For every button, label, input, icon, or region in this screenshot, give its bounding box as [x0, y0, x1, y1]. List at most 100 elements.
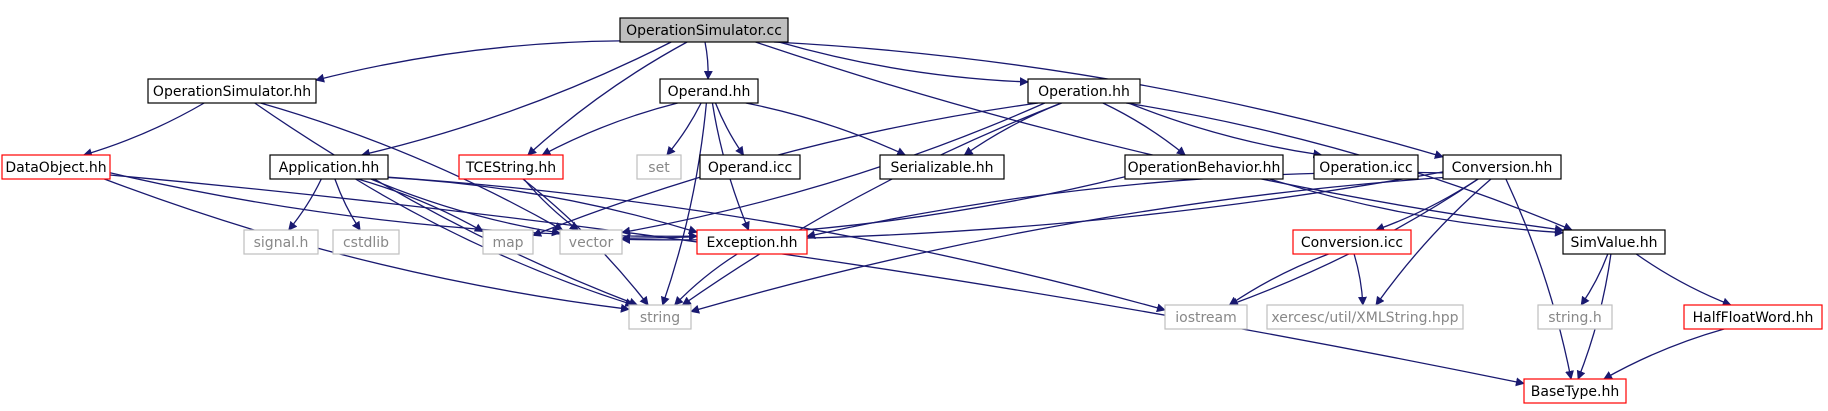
- node-box: [1523, 378, 1627, 404]
- node-operation-icc[interactable]: Operation.icc: [1313, 154, 1419, 180]
- node-box: [1124, 154, 1284, 180]
- edge-operation-hh-to-map: [532, 102, 1039, 237]
- node-box: [628, 304, 692, 330]
- node-box: [659, 78, 759, 104]
- node-label: Operand.icc: [708, 160, 792, 176]
- node-box: [1266, 304, 1464, 330]
- edge-exception-hh-to-string: [674, 253, 738, 306]
- node-dataobject-hh[interactable]: DataObject.hh: [1, 154, 111, 180]
- node-box: [1, 154, 111, 180]
- edge-application-hh-to-map: [357, 178, 484, 233]
- edge-operationsimulator-cc-to-operand-hh: [703, 41, 713, 80]
- node-box: [1562, 229, 1666, 255]
- node-label: SimValue.hh: [1570, 235, 1657, 251]
- node-tcestring-hh[interactable]: TCEString.hh: [458, 154, 564, 180]
- edge-conversion-hh-to-exception-hh: [806, 171, 1444, 240]
- node-simvalue-hh[interactable]: SimValue.hh: [1562, 229, 1666, 255]
- node-label: vector: [569, 235, 614, 251]
- node-label: Operation.hh: [1038, 84, 1130, 100]
- node-box: [699, 154, 801, 180]
- node-conversion-hh[interactable]: Conversion.hh: [1442, 154, 1562, 180]
- node-box: [1164, 304, 1248, 330]
- node-set: set: [636, 154, 682, 180]
- node-operation-hh[interactable]: Operation.hh: [1027, 78, 1141, 104]
- node-basetype-hh[interactable]: BaseType.hh: [1523, 378, 1627, 404]
- node-string-h: string.h: [1537, 304, 1613, 330]
- node-label: Application.hh: [279, 160, 379, 176]
- node-operationbehavior-hh[interactable]: OperationBehavior.hh: [1124, 154, 1284, 180]
- edge-operation-hh-to-simvalue-hh: [1125, 102, 1573, 232]
- node-box: [458, 154, 564, 180]
- edge-dataobject-hh-to-string: [104, 178, 630, 313]
- edge-conversion-hh-to-xmlstring-hpp: [1375, 178, 1492, 306]
- node-conversion-icc[interactable]: Conversion.icc: [1292, 229, 1412, 255]
- node-label: string: [640, 310, 680, 326]
- node-label: OperationSimulator.hh: [153, 84, 311, 100]
- node-box: [243, 229, 319, 255]
- edge-halffloatword-hh-to-basetype-hh: [1603, 328, 1725, 380]
- node-label: BaseType.hh: [1531, 384, 1619, 400]
- node-label: Conversion.hh: [1452, 160, 1553, 176]
- edge-operationsimulator-hh-to-string: [254, 102, 639, 307]
- node-operationsimulator-hh[interactable]: OperationSimulator.hh: [147, 78, 317, 104]
- node-label: OperationBehavior.hh: [1128, 160, 1281, 176]
- node-box: [269, 154, 389, 180]
- edge-operation-hh-to-vector: [621, 102, 1046, 236]
- node-box: [879, 154, 1005, 180]
- edge-conversion-hh-to-basetype-hh: [1505, 178, 1574, 380]
- node-iostream: iostream: [1164, 304, 1248, 330]
- node-label: map: [492, 235, 523, 251]
- node-box: [619, 17, 789, 43]
- node-operand-hh[interactable]: Operand.hh: [659, 78, 759, 104]
- node-string: string: [628, 304, 692, 330]
- edge-application-hh-to-cstdlib: [334, 178, 361, 231]
- edge-conversion-hh-to-string: [690, 176, 1444, 314]
- node-label: Serializable.hh: [890, 160, 993, 176]
- node-box: [482, 229, 534, 255]
- node-box: [1027, 78, 1141, 104]
- edge-operationsimulator-cc-to-operation-hh: [778, 41, 1029, 87]
- node-box: [147, 78, 317, 104]
- node-operand-icc[interactable]: Operand.icc: [699, 154, 801, 180]
- node-box: [559, 229, 623, 255]
- edges-layer: [82, 40, 1732, 387]
- node-serializable-hh[interactable]: Serializable.hh: [879, 154, 1005, 180]
- node-box: [1537, 304, 1613, 330]
- node-label: OperationSimulator.cc: [626, 23, 782, 39]
- node-operationsimulator-cc[interactable]: OperationSimulator.cc: [619, 17, 789, 43]
- node-label: Conversion.icc: [1301, 235, 1403, 251]
- edge-operand-hh-to-tcestring-hh: [541, 102, 678, 156]
- node-box: [696, 229, 808, 255]
- node-application-hh[interactable]: Application.hh: [269, 154, 389, 180]
- node-map: map: [482, 229, 534, 255]
- edge-operand-hh-to-string: [660, 102, 708, 306]
- node-label: string.h: [1548, 310, 1602, 326]
- node-label: HalfFloatWord.hh: [1693, 310, 1814, 326]
- node-label: TCEString.hh: [465, 160, 556, 176]
- node-exception-hh[interactable]: Exception.hh: [696, 229, 808, 255]
- edge-application-hh-to-signal-h: [288, 178, 322, 231]
- node-label: DataObject.hh: [5, 160, 106, 176]
- edge-conversion-icc-to-iostream: [1228, 253, 1329, 306]
- node-label: xercesc/util/XMLString.hpp: [1271, 310, 1458, 326]
- edge-tcestring-hh-to-vector: [523, 178, 579, 231]
- edge-operationsimulator-cc-to-operationsimulator-hh: [315, 40, 621, 83]
- node-signal-h: signal.h: [243, 229, 319, 255]
- node-cstdlib: cstdlib: [332, 229, 400, 255]
- edge-operationsimulator-hh-to-vector: [260, 102, 564, 231]
- edge-operation-hh-to-string: [681, 102, 1062, 306]
- node-box: [1292, 229, 1412, 255]
- edge-operation-hh-to-operationbehavior-hh: [1102, 102, 1186, 156]
- edge-operation-hh-to-operation-icc: [1128, 102, 1323, 159]
- node-box: [1683, 304, 1823, 330]
- node-halffloatword-hh[interactable]: HalfFloatWord.hh: [1683, 304, 1823, 330]
- edge-operand-hh-to-serializable-hh: [745, 102, 907, 156]
- node-vector: vector: [559, 229, 623, 255]
- node-box: [332, 229, 400, 255]
- edge-operand-hh-to-operand-icc: [714, 102, 745, 156]
- node-label: Operand.hh: [668, 84, 751, 100]
- nodes-layer: OperationSimulator.ccOperationSimulator.…: [1, 17, 1823, 404]
- node-box: [1313, 154, 1419, 180]
- edge-operationsimulator-cc-to-application-hh: [360, 41, 672, 158]
